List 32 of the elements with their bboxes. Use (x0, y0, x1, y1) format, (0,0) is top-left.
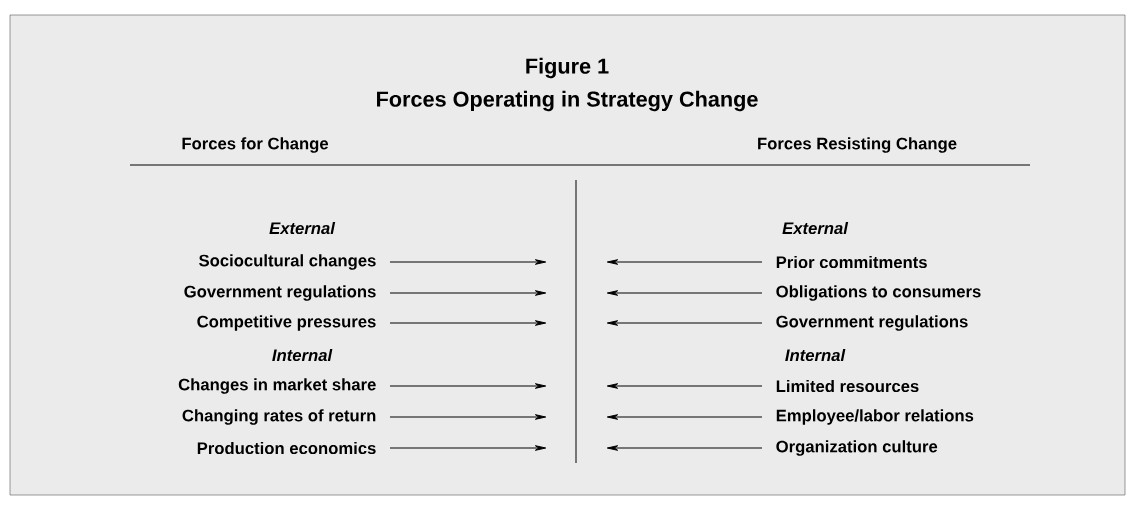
force-label: Obligations to consumers (776, 285, 981, 301)
arrow (606, 259, 763, 265)
section-heading: External (782, 221, 849, 235)
force-label: Organization culture (776, 440, 938, 456)
section-heading: Internal (785, 348, 846, 362)
force-label: Changes in market share (178, 378, 376, 394)
force-label: Limited resources (776, 379, 919, 393)
force-label: Government regulations (184, 285, 376, 301)
arrow (606, 383, 763, 389)
force-label: Sociocultural changes (199, 254, 376, 270)
force-label: Changing rates of return (182, 409, 376, 425)
arrow (389, 320, 547, 326)
figure-title: Figure 1 (526, 57, 609, 79)
arrow (389, 290, 547, 296)
arrow (606, 414, 763, 420)
arrow (389, 414, 547, 420)
arrow (389, 383, 547, 389)
section-heading: Internal (272, 348, 333, 362)
force-label: Competitive pressures (197, 315, 376, 331)
force-label: Employee/labor relations (776, 409, 974, 425)
arrow (606, 320, 763, 326)
arrow (606, 290, 763, 296)
arrow (389, 259, 547, 265)
arrow (606, 445, 763, 451)
force-label: Government regulations (776, 315, 968, 331)
force-label: Production economics (197, 441, 376, 455)
subtitle: Forces Operating in Strategy Change (377, 90, 758, 112)
section-heading: External (269, 221, 336, 235)
column-heading: Forces for Change (182, 137, 329, 153)
force-label: Prior commitments (776, 255, 927, 269)
arrow (389, 445, 547, 451)
column-heading: Forces Resisting Change (758, 137, 957, 153)
